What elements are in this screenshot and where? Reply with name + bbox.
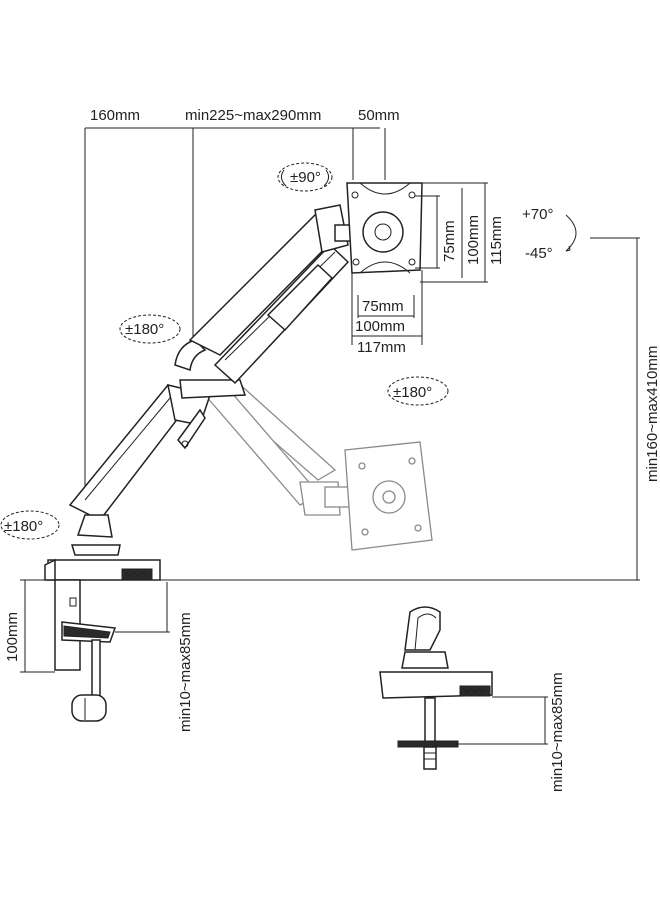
upper-arm-rotate-label: ±180° xyxy=(125,321,164,338)
vesa-75-width-label: 75mm xyxy=(362,298,404,315)
clamp-height-label: 100mm xyxy=(4,612,21,662)
base-swivel-badge: ±180° xyxy=(0,510,60,540)
top-dimension-lines xyxy=(84,127,386,500)
clamp-dims xyxy=(20,579,170,673)
vesa-100-width-label: 100mm xyxy=(355,318,405,335)
grommet-mount xyxy=(379,606,493,770)
rotate-90-label: ±90° xyxy=(290,169,321,186)
rotate-90-badge: ±90° xyxy=(277,162,333,192)
tilt-down-label: -45° xyxy=(525,245,553,262)
vesa-horizontal-dims xyxy=(351,270,423,345)
vesa-plate xyxy=(346,182,423,274)
upper-arm-rotate-badge: ±180° xyxy=(119,314,181,344)
tilt-up-label: +70° xyxy=(522,206,553,223)
vesa-vertical-dims xyxy=(415,182,488,283)
head-offset-label: 50mm xyxy=(358,107,400,124)
base-swivel-label: ±180° xyxy=(4,518,43,535)
plate-115-height-label: 115mm xyxy=(488,216,505,265)
arm-reach-range-label: min225~max290mm xyxy=(185,107,321,124)
tilt-badge: +70° -45° xyxy=(522,206,577,262)
lowered-arm-ghost xyxy=(203,379,433,551)
clamp-thickness-label: min10~max85mm xyxy=(177,612,194,732)
grommet-thickness-label: min10~max85mm xyxy=(549,672,566,792)
desk-clamp xyxy=(44,558,161,722)
height-range-label: min160~max410mm xyxy=(644,346,660,482)
arm-reach-inner-label: 160mm xyxy=(90,107,140,124)
plate-117-width-label: 117mm xyxy=(357,339,406,356)
arm-body xyxy=(68,204,354,556)
height-range-dim xyxy=(160,237,640,581)
grommet-dims xyxy=(458,696,548,745)
head-swivel-label: ±180° xyxy=(393,384,432,401)
vesa-100-height-label: 100mm xyxy=(465,215,482,265)
head-swivel-badge: ±180° xyxy=(387,376,449,406)
vesa-75-height-label: 75mm xyxy=(441,220,458,262)
